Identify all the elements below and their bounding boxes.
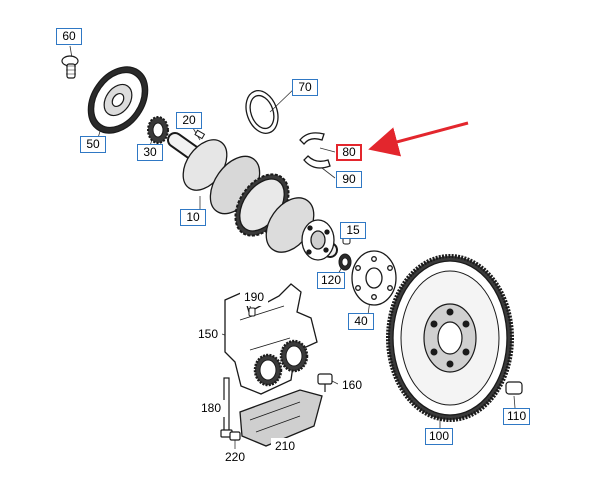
part-220-bolt (229, 431, 241, 441)
part-60-bolt (61, 55, 79, 79)
callout-110[interactable]: 110 (503, 408, 531, 425)
part-10-crankshaft (167, 132, 338, 261)
part-40-shim-plate (351, 250, 397, 306)
callout-50[interactable]: 50 (80, 136, 106, 153)
callout-40[interactable]: 40 (348, 313, 374, 330)
part-80-bearing-shell (299, 132, 325, 145)
part-120-pilot-bearing (338, 253, 352, 271)
callout-210[interactable]: 210 (271, 438, 300, 455)
callout-90[interactable]: 90 (336, 171, 362, 188)
callout-160[interactable]: 160 (338, 377, 367, 394)
callout-20[interactable]: 20 (176, 112, 202, 129)
callout-15[interactable]: 15 (340, 222, 366, 239)
part-190-pin (248, 307, 256, 317)
callout-190[interactable]: 190 (240, 289, 269, 306)
callout-70[interactable]: 70 (292, 79, 318, 96)
part-20-key (194, 129, 206, 140)
balancer-gears (253, 339, 309, 387)
callout-80[interactable]: 80 (336, 144, 362, 161)
callout-100[interactable]: 100 (425, 428, 454, 445)
part-110-bolt (505, 381, 523, 395)
part-100-flywheel (386, 254, 514, 422)
part-90-bearing-shell (303, 155, 331, 169)
part-70-thrust-washer (245, 90, 279, 134)
part-160-bolt (317, 373, 333, 392)
callout-180[interactable]: 180 (197, 400, 226, 417)
callout-220[interactable]: 220 (221, 449, 250, 466)
callout-30[interactable]: 30 (137, 144, 163, 161)
callout-10[interactable]: 10 (180, 209, 206, 226)
callout-150[interactable]: 150 (194, 326, 223, 343)
part-210-cover (239, 389, 323, 447)
part-30-gear (147, 116, 169, 144)
callout-120[interactable]: 120 (317, 272, 346, 289)
part-50-pulley (87, 66, 149, 134)
highlight-arrow (368, 121, 469, 157)
callout-60[interactable]: 60 (56, 28, 82, 45)
